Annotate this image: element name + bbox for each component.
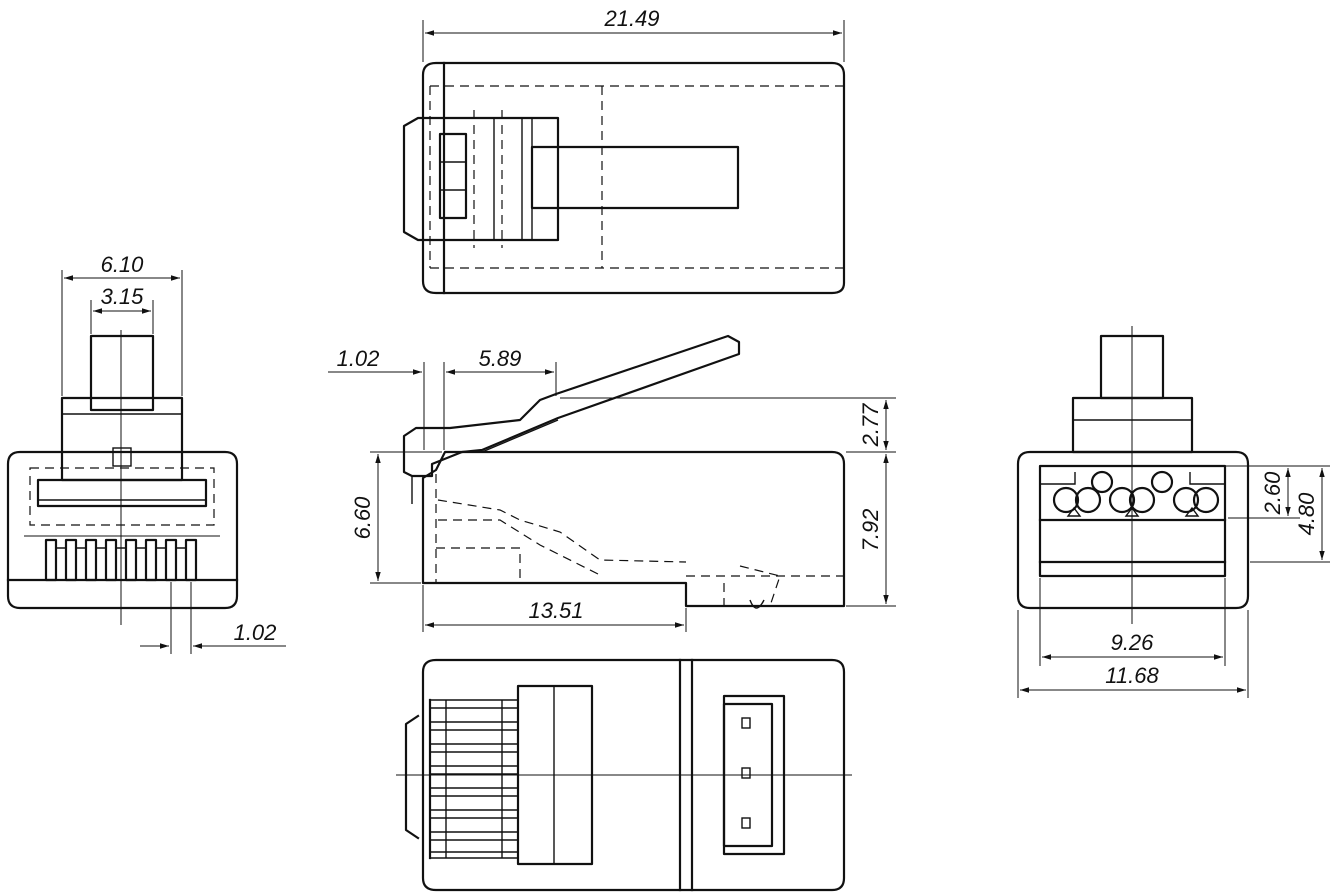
dim-rear-inner-height: 2.60 (1260, 471, 1285, 516)
dim-front-width-outer: 6.10 (101, 252, 145, 277)
side-view: 1.02 5.89 2.77 7.92 6.60 13.51 (328, 334, 896, 632)
rear-wire-cavities (1052, 470, 1220, 517)
rear-view: 2.60 4.80 9.26 11.68 (1016, 326, 1330, 698)
dim-side-latch-offset: 1.02 (337, 346, 380, 371)
dim-side-body-height: 6.60 (350, 496, 375, 540)
dim-overall-length: 21.49 (603, 6, 659, 31)
dim-rear-inner-width: 9.26 (1111, 630, 1155, 655)
bottom-contacts (428, 698, 518, 860)
dim-side-latch-length: 5.89 (479, 346, 522, 371)
top-view: 21.49 (402, 6, 846, 295)
front-view: 6.10 3.15 1.02 (6, 252, 286, 654)
dim-side-bottom-length: 13.51 (528, 598, 583, 623)
dim-front-latch-width: 3.15 (101, 284, 145, 309)
dim-side-overall-height: 7.92 (858, 509, 883, 552)
dim-side-latch-height: 2.77 (858, 403, 883, 448)
dim-front-contact-pitch: 1.02 (234, 620, 277, 645)
dim-rear-outer-height: 4.80 (1294, 492, 1319, 536)
bottom-view (396, 658, 852, 892)
dim-rear-outer-width: 11.68 (1105, 663, 1159, 688)
